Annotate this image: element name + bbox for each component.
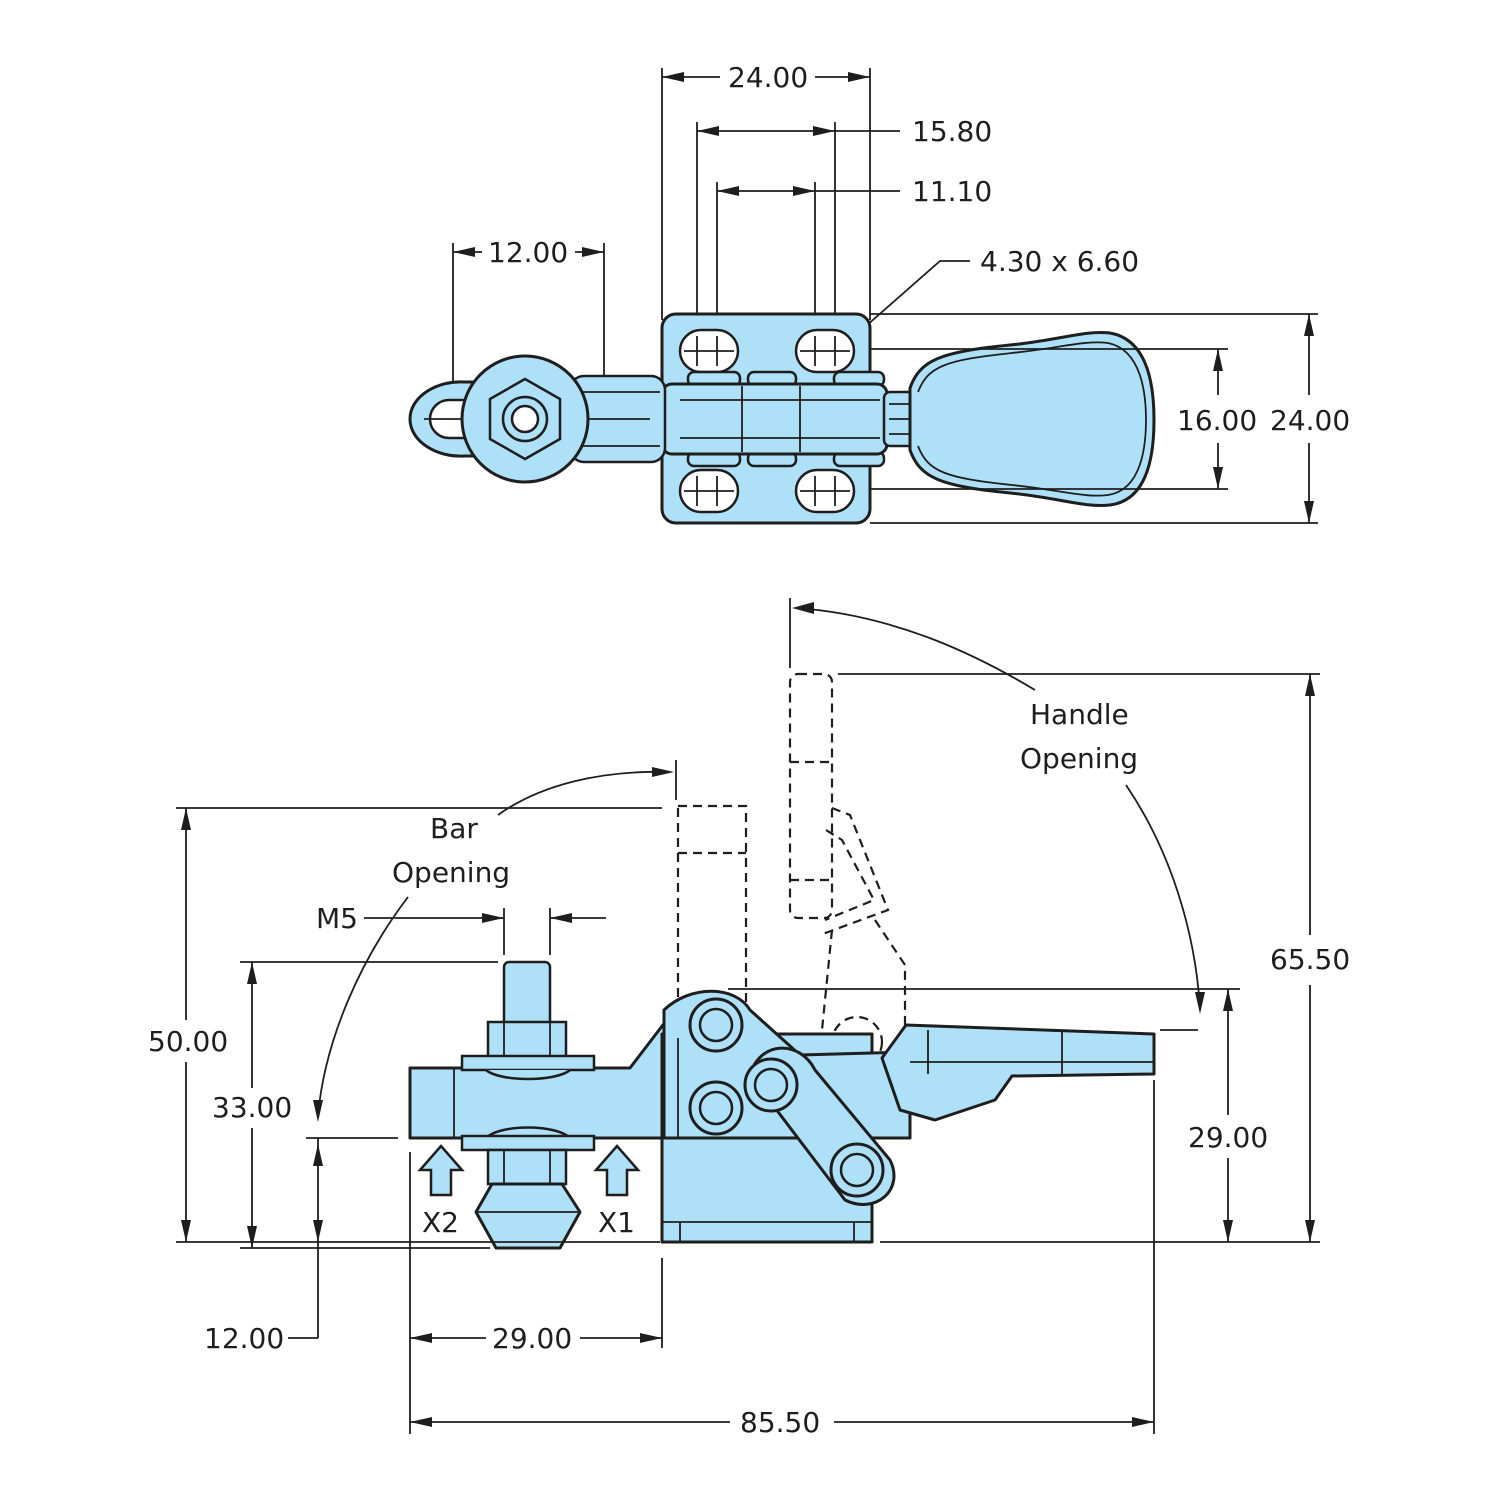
mounting-slot: [678, 468, 740, 514]
mounting-slot: [678, 328, 740, 374]
top-view: 24.00 15.80 11.10 12.00 4.30 x 6.60: [408, 61, 1350, 525]
label-bar-opening-2: Opening: [392, 856, 510, 889]
dim-height-bar-open: 50.00: [148, 1025, 228, 1058]
dim-bar-eye: 12.00: [488, 236, 568, 269]
label-handle-opening-1: Handle: [1030, 698, 1129, 731]
dim-handle-height: 29.00: [1188, 1121, 1268, 1154]
dim-bar-height: 12.00: [204, 1322, 284, 1355]
label-thread-m5: M5: [316, 902, 358, 935]
dim-hole-span-inner: 11.10: [912, 175, 992, 208]
dim-slot-size: 4.30 x 6.60: [980, 245, 1139, 278]
mounting-slot: [794, 468, 856, 514]
label-x1: X1: [598, 1206, 635, 1239]
dim-overall-length: 85.50: [740, 1406, 820, 1439]
dim-hole-span-outer: 15.80: [912, 115, 992, 148]
dim-top-overall-width: 24.00: [728, 61, 808, 94]
side-view: X2 X1 Handle Opening Bar Opening M5: [148, 598, 1350, 1439]
label-bar-opening-1: Bar: [430, 812, 478, 845]
arrow-up-x2-icon: [417, 1144, 465, 1197]
label-x2: X2: [422, 1206, 459, 1239]
arrow-up-x1-icon: [593, 1144, 641, 1197]
dim-spindle-offset: 29.00: [492, 1322, 572, 1355]
dim-handle-width: 16.00: [1177, 404, 1257, 437]
dim-base-width: 24.00: [1270, 404, 1350, 437]
dim-spindle-height: 33.00: [212, 1091, 292, 1124]
mounting-slot: [794, 328, 856, 374]
label-handle-opening-2: Opening: [1020, 742, 1138, 775]
dim-height-handle-open: 65.50: [1270, 943, 1350, 976]
